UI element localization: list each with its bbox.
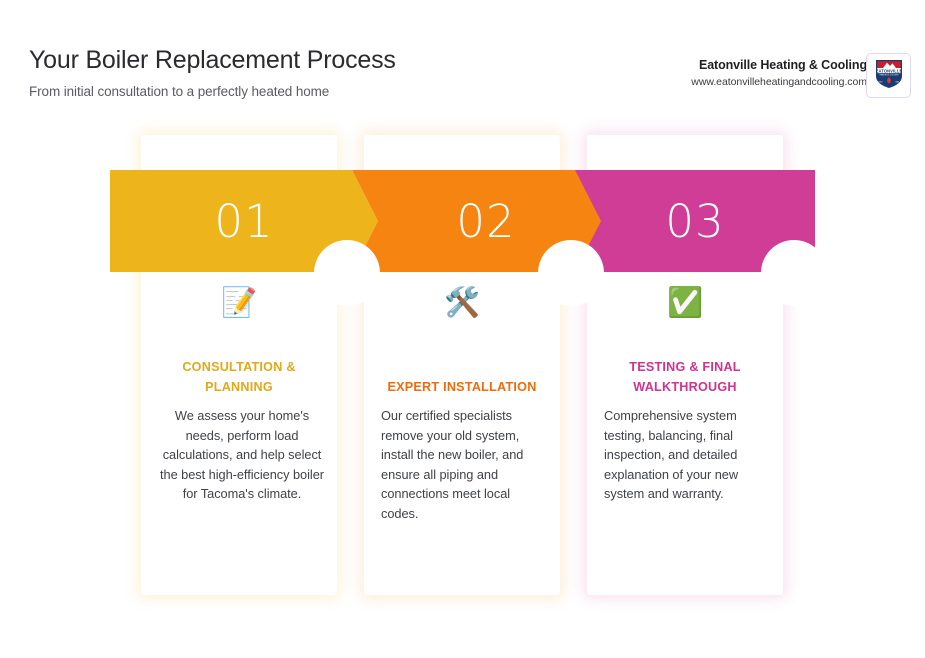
step-body-1: We assess your home's needs, perform loa…: [160, 408, 324, 502]
eatonville-shield-badge-icon: EATONVILLE HEATING & COOLING EST WA: [874, 57, 904, 94]
svg-text:HEATING & COOLING: HEATING & COOLING: [879, 73, 898, 76]
step-body-2: Our certified specialists remove your ol…: [381, 408, 524, 521]
process-chevron-band: 01 02 03: [110, 170, 827, 306]
brand-block: Eatonville Heating & Cooling www.eatonvi…: [691, 57, 867, 90]
page-header: Your Boiler Replacement Process From ini…: [0, 0, 925, 120]
brand-name: Eatonville Heating & Cooling: [698, 58, 867, 72]
step-title-2: Expert Installation: [387, 380, 537, 394]
page-subtitle: From initial consultation to a perfectly…: [29, 84, 330, 99]
brand-logo: EATONVILLE HEATING & COOLING EST WA: [866, 53, 911, 98]
svg-text:EST: EST: [878, 82, 883, 84]
memo-icon: 📝: [220, 285, 258, 319]
step-title-3: Testing & Final Walkthrough: [629, 360, 741, 394]
svg-text:EATONVILLE: EATONVILLE: [875, 68, 902, 73]
brand-website-url: www.eatonvilleheatingandcooling.com: [691, 76, 867, 88]
icon-notch-2: [538, 240, 604, 306]
check-mark-button-icon: ✅: [666, 285, 704, 319]
hammer-and-wrench-icon: 🛠️: [443, 285, 481, 319]
icon-notch-3: [761, 240, 827, 306]
step-body-3: Comprehensive system testing, balancing,…: [604, 408, 739, 502]
svg-text:WA: WA: [895, 81, 899, 84]
icon-notch-1: [314, 240, 380, 306]
step-title-1: Consultation & Planning: [182, 360, 296, 394]
page-title: Your Boiler Replacement Process: [29, 46, 396, 74]
